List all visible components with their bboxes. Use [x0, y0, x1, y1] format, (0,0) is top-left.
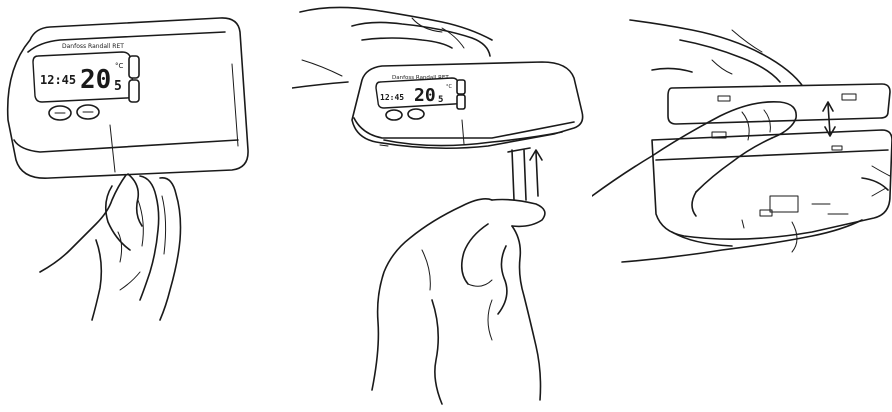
step-3-drawing	[592, 0, 892, 412]
brand-label: Danfoss Randall RET	[62, 43, 124, 50]
temperature-decimal: 5	[438, 95, 443, 105]
step-3-illustration	[592, 0, 892, 412]
thermostat-back-plate-icon	[652, 84, 892, 239]
hand-icon	[40, 174, 181, 320]
temperature-decimal: 5	[114, 79, 122, 94]
thermostat-icon: Danfoss Randall RET 12:45 20 5 °C	[8, 18, 248, 178]
unit-label: °C	[115, 62, 124, 70]
step-1-drawing: Danfoss Randall RET 12:45 20 5 °C	[0, 0, 300, 412]
down-button[interactable]	[457, 95, 465, 109]
step-1-illustration: Danfoss Randall RET 12:45 20 5 °C	[0, 0, 300, 412]
round-button-left[interactable]	[386, 110, 402, 120]
up-button[interactable]	[457, 80, 465, 94]
thermostat-icon: Danfoss Randall RET 12:45 20 5 °C	[352, 62, 583, 148]
down-button[interactable]	[129, 80, 139, 102]
step-2-drawing: Danfoss Randall RET 12:45 20 5 °C	[292, 0, 592, 412]
clock-readout: 12:45	[380, 93, 404, 102]
screwdriver-icon	[508, 148, 530, 200]
hand-icon-top	[630, 20, 804, 88]
temperature-readout: 20	[414, 85, 436, 106]
temperature-readout: 20	[80, 65, 111, 95]
round-button-right[interactable]	[408, 109, 424, 119]
up-button[interactable]	[129, 56, 139, 78]
step-2-illustration: Danfoss Randall RET 12:45 20 5 °C	[292, 0, 592, 412]
clock-readout: 12:45	[40, 73, 76, 87]
up-arrow-icon	[530, 150, 542, 196]
hand-icon-bottom	[372, 199, 545, 404]
unit-label: °C	[446, 84, 453, 90]
